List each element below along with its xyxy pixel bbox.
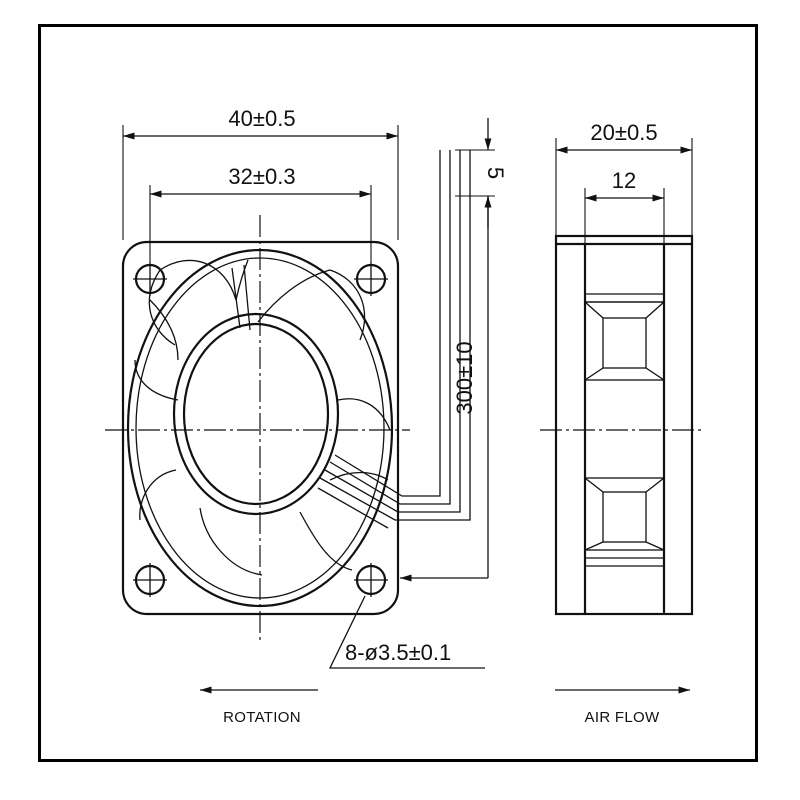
lead-length-dim: 300±10: [452, 341, 477, 414]
depth-dim: 20±0.5: [590, 120, 657, 145]
rotation-label: ROTATION: [223, 709, 301, 726]
side-view: 20±0.5 12 AIR FLOW: [540, 120, 705, 726]
hole-pitch-dim: 32±0.3: [228, 164, 295, 189]
strut: [231, 264, 251, 331]
fan-blades: [134, 259, 391, 576]
hole-callout: 8-ø3.5±0.1: [345, 640, 451, 665]
width-dim: 40±0.5: [228, 106, 295, 131]
lead-wires: [317, 150, 471, 529]
airflow-label: AIR FLOW: [585, 709, 660, 726]
hub: [172, 312, 340, 516]
strip-dim: 5: [483, 167, 508, 179]
side-body: [554, 234, 694, 616]
inner-dim: 12: [612, 168, 636, 193]
hole-callout-leader: [328, 595, 485, 669]
front-view: 40±0.5 32±0.3 5 300±10 8-ø3.5±0.1 ROTATI…: [105, 106, 508, 726]
